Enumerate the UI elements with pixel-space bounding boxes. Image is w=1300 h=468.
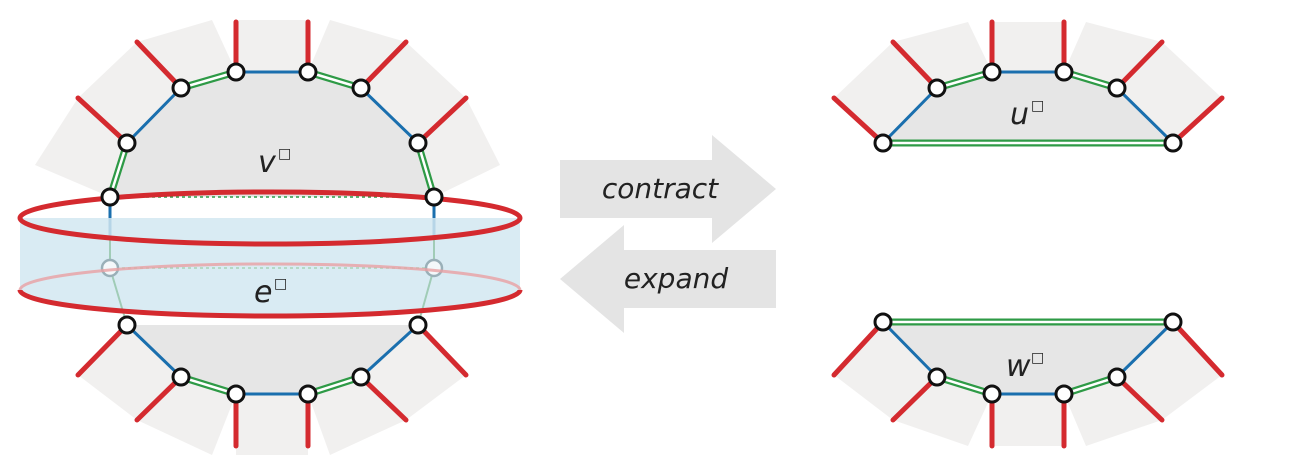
- contract-label: contract: [602, 172, 719, 205]
- expand-label: expand: [624, 262, 728, 295]
- left-figure: v □ e □: [17, 19, 523, 455]
- label-u: u: [1010, 97, 1029, 132]
- vertices-left: [100, 62, 444, 404]
- right-top-figure: u □: [831, 19, 1225, 153]
- label-e-box: □: [274, 276, 287, 292]
- contract-arrow: contract: [560, 135, 776, 243]
- label-u-box: □: [1031, 98, 1044, 114]
- label-e: e: [254, 275, 272, 310]
- right-bottom-figure: w □: [831, 312, 1225, 449]
- blue-edges-left-bottom: [125, 323, 420, 396]
- red-edges-left-bottom: [75, 322, 469, 449]
- label-v-box: □: [278, 146, 291, 162]
- label-v: v: [258, 145, 277, 180]
- face-w: [883, 322, 1173, 394]
- label-w-box: □: [1031, 350, 1044, 366]
- label-w: w: [1006, 349, 1031, 384]
- face-u: [883, 72, 1173, 143]
- expand-arrow: expand: [560, 225, 776, 333]
- tube-e: [17, 189, 523, 326]
- face-v: [110, 72, 434, 197]
- face-bottom: [127, 325, 418, 394]
